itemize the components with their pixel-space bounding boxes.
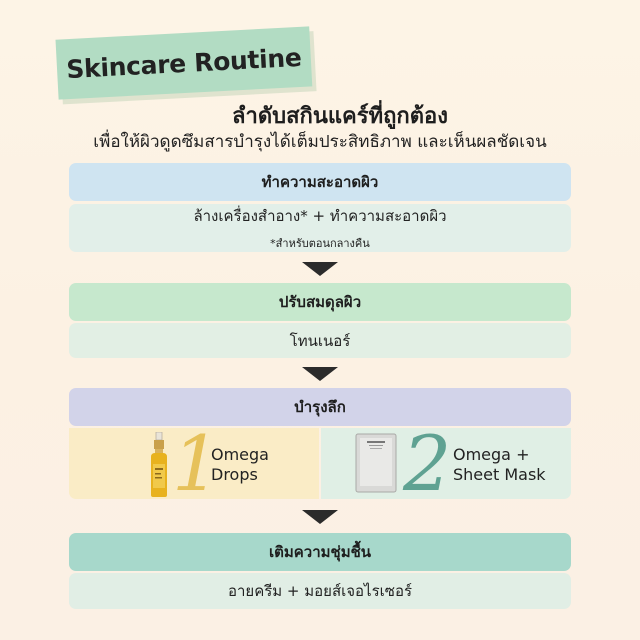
product-1-line2: Drops xyxy=(211,465,258,484)
product-1-line1: Omega xyxy=(211,445,269,464)
arrow-down-icon xyxy=(302,510,338,524)
step-1-note: *สำหรับตอนกลางคืน xyxy=(270,237,370,250)
arrow-down-icon xyxy=(302,262,338,276)
step-1-header: ทำความสะอาดผิว xyxy=(69,163,571,201)
step-4-body: อายครีม + มอยส์เจอไรเซอร์ xyxy=(227,582,413,600)
step-4-panel: อายครีม + มอยส์เจอไรเซอร์ xyxy=(69,573,571,609)
step-1-body: ล้างเครื่องสำอาง* + ทำความสะอาดผิว xyxy=(193,207,447,225)
product-2-card: 2 Omega + Sheet Mask xyxy=(321,419,571,508)
sheet-mask-icon xyxy=(355,433,397,493)
product-1-card: 1 Omega Drops xyxy=(69,419,319,508)
step-1-panel: ล้างเครื่องสำอาง* + ทำความสะอาดผิว *สำหร… xyxy=(69,204,571,252)
serum-bottle-icon xyxy=(151,432,167,497)
page-title: ลำดับสกินแคร์ที่ถูกต้อง xyxy=(232,104,448,129)
product-2-line2: Sheet Mask xyxy=(453,465,546,484)
step-number-1: 1 xyxy=(172,419,221,508)
arrow-down-icon xyxy=(302,367,338,381)
step-4-header: เติมความชุ่มชื้น xyxy=(69,533,571,571)
title-badge: Skincare Routine xyxy=(55,26,317,105)
step-2-body: โทนเนอร์ xyxy=(289,331,351,350)
product-2-label: Omega + Sheet Mask xyxy=(453,445,546,485)
step-2-panel: โทนเนอร์ xyxy=(69,323,571,358)
step-number-2: 2 xyxy=(403,419,452,508)
page-subtitle: เพื่อให้ผิวดูดซึมสารบำรุงได้เต็มประสิทธิ… xyxy=(93,132,547,152)
step-3-header: บำรุงลึก xyxy=(69,388,571,426)
product-1-label: Omega Drops xyxy=(211,445,269,485)
product-2-line1: Omega + xyxy=(453,445,530,464)
step-2-header: ปรับสมดุลผิว xyxy=(69,283,571,321)
